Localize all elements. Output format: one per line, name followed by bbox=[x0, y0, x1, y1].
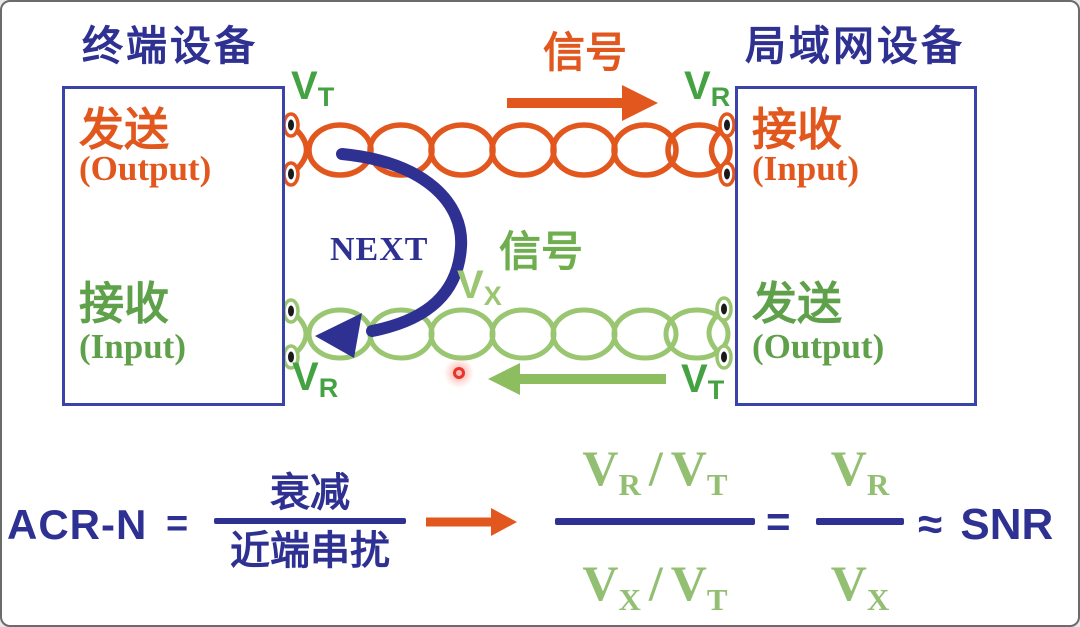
terminal-pin bbox=[724, 119, 730, 131]
pair-top-loop bbox=[665, 122, 733, 178]
terminal-pin bbox=[288, 305, 294, 317]
terminals-bottom bbox=[282, 296, 733, 370]
snr-label: SNR bbox=[960, 500, 1054, 549]
next-curved-arrow-icon bbox=[315, 148, 468, 358]
laser-pointer-dot bbox=[444, 358, 474, 388]
left-box-output-cn: 发送 bbox=[79, 105, 170, 155]
signal-label-top: 信号 bbox=[543, 31, 628, 77]
formula-lhs: ACR-N bbox=[7, 501, 148, 548]
left-box-output-en: (Output) bbox=[79, 149, 212, 188]
right-box-input-en: (Input) bbox=[752, 149, 859, 188]
pair-top-loop bbox=[550, 122, 618, 178]
ratio-fraction-denominator: VX/VT bbox=[582, 555, 728, 617]
terminal-pin bbox=[288, 119, 294, 131]
pair-top-loop bbox=[428, 122, 496, 178]
device-title-right: 局域网设备 bbox=[745, 23, 965, 69]
left-box-input-en: (Input) bbox=[79, 327, 186, 366]
left-box-input-cn: 接收 bbox=[79, 279, 170, 329]
next-label: NEXT bbox=[330, 231, 429, 268]
cn-fraction-numerator: 衰减 bbox=[270, 471, 350, 515]
terminal-device-box: 发送 (Output) 接收 (Input) bbox=[62, 86, 285, 406]
pair-bottom-loop bbox=[663, 307, 731, 361]
terminal-pin bbox=[724, 168, 730, 180]
formula-equals-1: = bbox=[166, 503, 189, 545]
simple-fraction-bar bbox=[816, 518, 904, 525]
right-box-output-cn: 发送 bbox=[752, 279, 843, 329]
pair-bottom-loop bbox=[428, 307, 496, 361]
approx-sign: ≈ bbox=[918, 500, 943, 549]
v-label-bottom-right: VT bbox=[681, 357, 725, 405]
ratio-fraction-bar bbox=[555, 518, 755, 525]
formula-equals-2: = bbox=[766, 498, 791, 545]
terminal-pin bbox=[288, 168, 294, 180]
ratio-fraction-numerator: VR/VT bbox=[582, 440, 728, 502]
right-box-output-en: (Output) bbox=[752, 327, 885, 366]
simple-fraction-denominator: VX bbox=[830, 555, 890, 617]
pair-bottom-loop bbox=[611, 307, 679, 361]
terminal-pin bbox=[721, 351, 727, 363]
pair-top-loop bbox=[611, 122, 679, 178]
signal-left-arrow-icon bbox=[488, 363, 666, 395]
approx-snr: ≈ SNR bbox=[918, 500, 1053, 550]
cn-fraction-denominator: 近端串扰 bbox=[230, 529, 390, 573]
simple-fraction-numerator: VR bbox=[830, 440, 890, 502]
v-label-bottom-left: VR bbox=[292, 355, 339, 403]
device-title-left: 终端设备 bbox=[82, 23, 258, 69]
pair-top-loop bbox=[489, 122, 557, 178]
pair-bottom-loop bbox=[489, 307, 557, 361]
formula-transform-arrow-icon bbox=[426, 508, 517, 536]
signal-label-bottom: 信号 bbox=[499, 230, 584, 276]
v-label-top-left: VT bbox=[291, 64, 335, 112]
pair-bottom-loop bbox=[550, 307, 618, 361]
signal-right-arrow-icon bbox=[507, 85, 658, 121]
lan-device-box: 接收 (Input) 发送 (Output) bbox=[735, 86, 977, 406]
right-box-input-cn: 接收 bbox=[752, 105, 843, 155]
terminal-pin bbox=[721, 303, 727, 315]
v-label-crosstalk: VX bbox=[457, 263, 502, 311]
cn-fraction-bar bbox=[214, 518, 406, 524]
terminal-pin bbox=[288, 351, 294, 363]
v-label-top-right: VR bbox=[684, 64, 731, 112]
terminals-top bbox=[282, 112, 736, 187]
